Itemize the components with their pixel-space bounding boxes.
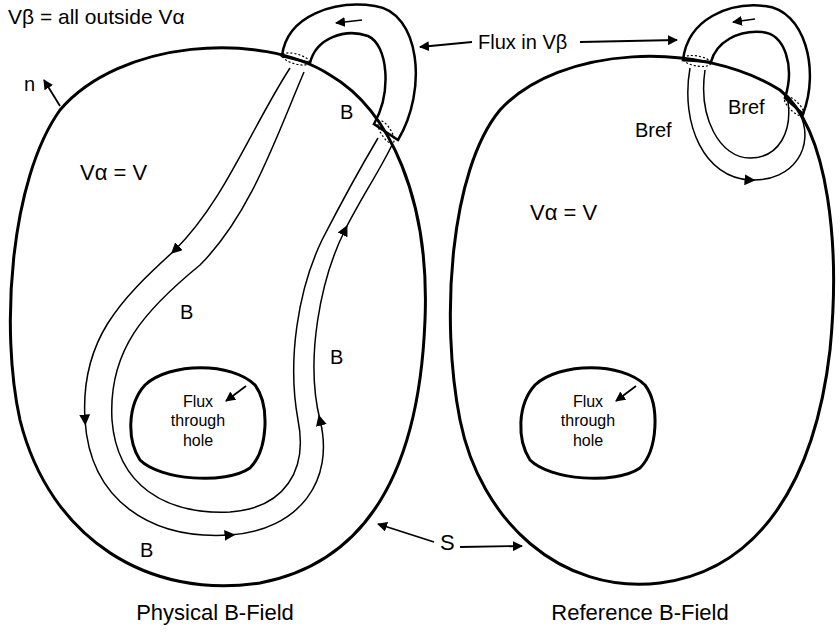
figure-caption: Physical B-Field: [136, 600, 294, 626]
region-boundary: [10, 48, 425, 586]
figure-caption: Reference B-Field: [551, 600, 728, 626]
leader-line: [460, 546, 522, 547]
field-label: Bref: [635, 118, 672, 142]
region-outline: [0, 30, 434, 596]
region-text: Vα = V: [80, 160, 147, 186]
field-label: B: [140, 538, 153, 562]
field-line: [704, 70, 789, 158]
field-label: B: [180, 300, 193, 324]
volume-region: Vα = V Flux through hole: [440, 30, 836, 596]
hole-region: Flux through hole: [124, 358, 272, 484]
region-outline: [440, 30, 836, 596]
flux-label: Flux in Vβ: [478, 30, 567, 54]
field-label: B: [340, 100, 353, 124]
field-line: [85, 68, 392, 535]
flux-arrow: [226, 386, 246, 401]
normal-arrow: [44, 80, 60, 106]
surface-label: S: [440, 530, 455, 556]
leader-line: [580, 40, 677, 42]
field-label: B: [330, 345, 343, 369]
region-boundary: [131, 368, 265, 479]
region-text: Vα = V: [530, 200, 597, 226]
tube-arrow: [336, 20, 362, 23]
leader-line: [378, 524, 434, 542]
hole-text: Flux through hole: [156, 392, 240, 450]
field-label: Bref: [728, 95, 765, 119]
normal-label: n: [24, 72, 35, 96]
region-boundary: [521, 368, 655, 479]
volume-region: Vα = V Flux through hole: [0, 30, 434, 596]
leader-line: [420, 42, 472, 47]
flux-tube: [282, 5, 416, 140]
region-definition: Vβ = all outside Vα: [8, 4, 185, 29]
region-boundary: [450, 56, 833, 584]
tube-arrow: [733, 19, 755, 22]
field-line: [112, 72, 378, 512]
hole-text: Flux through hole: [546, 392, 630, 450]
hole-region: Flux through hole: [514, 358, 662, 484]
flux-arrow: [616, 386, 636, 401]
